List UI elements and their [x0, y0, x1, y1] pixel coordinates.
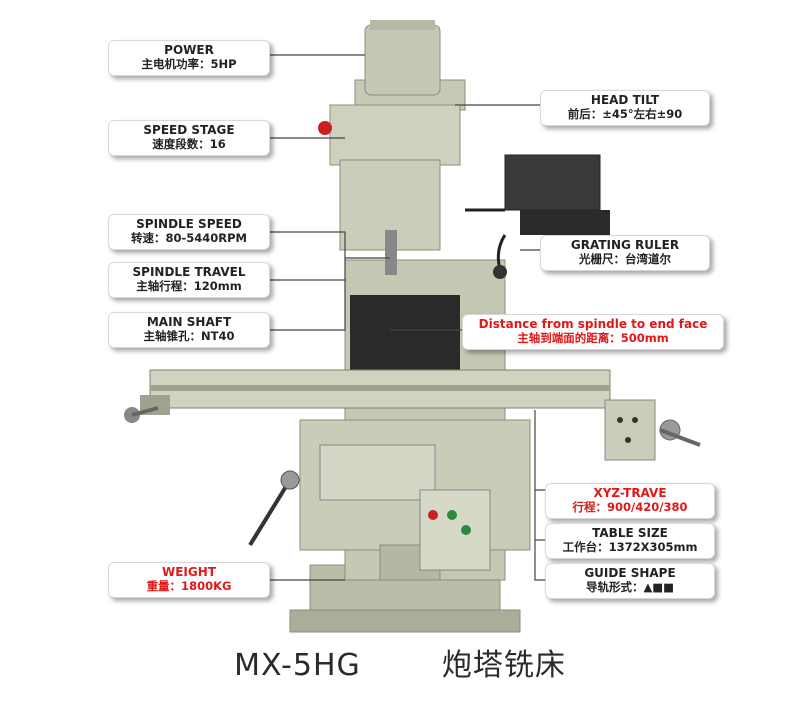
speed-stage-title: SPEED STAGE [143, 123, 235, 137]
main-shaft-label: MAIN SHAFT 主轴锥孔：NT40 [108, 312, 270, 348]
main-shaft-value: 主轴锥孔：NT40 [143, 329, 235, 343]
spindle-speed-label: SPINDLE SPEED 转速：80-5440RPM [108, 214, 270, 250]
distance-label: Distance from spindle to end face 主轴到端面的… [462, 314, 724, 350]
table-size-title: TABLE SIZE [592, 526, 668, 540]
spindle-travel-value: 主轴行程：120mm [136, 279, 242, 293]
power-title: POWER [164, 43, 214, 57]
distance-value: 主轴到端面的距离：500mm [517, 331, 669, 345]
head-tilt-label: HEAD TILT 前后：±45°左右±90 [540, 90, 710, 126]
xyz-travel-label: XYZ-TRAVE 行程：900/420/380 [545, 483, 715, 519]
spindle-speed-value: 转速：80-5440RPM [130, 231, 247, 245]
guide-shape-label: GUIDE SHAPE 导轨形式：▲■■ [545, 563, 715, 599]
xyz-travel-value: 行程：900/420/380 [572, 500, 688, 514]
machine-type: 炮塔铣床 [441, 648, 566, 683]
grating-ruler-title: GRATING RULER [570, 238, 680, 252]
main-shaft-title: MAIN SHAFT [146, 315, 232, 329]
spindle-travel-title: SPINDLE TRAVEL [132, 265, 246, 279]
guide-shape-title: GUIDE SHAPE [584, 566, 676, 580]
head-tilt-title: HEAD TILT [590, 93, 660, 107]
weight-title: WEIGHT [162, 565, 216, 579]
speed-stage-label: SPEED STAGE 速度段数：16 [108, 120, 270, 156]
speed-stage-value: 速度段数：16 [152, 137, 226, 151]
xyz-travel-title: XYZ-TRAVE [593, 486, 667, 500]
table-size-value: 工作台：1372X305mm [562, 540, 698, 554]
model-name: MX-5HG [234, 648, 361, 683]
product-title: MX-5HG 炮塔铣床 [0, 640, 800, 684]
weight-value: 重量：1800KG [146, 579, 232, 593]
guide-shape-value: 导轨形式：▲■■ [585, 580, 675, 594]
spindle-speed-title: SPINDLE SPEED [136, 217, 242, 231]
power-label: POWER 主电机功率：5HP [108, 40, 270, 76]
table-size-label: TABLE SIZE 工作台：1372X305mm [545, 523, 715, 559]
spindle-travel-label: SPINDLE TRAVEL 主轴行程：120mm [108, 262, 270, 298]
grating-ruler-value: 光栅尺：台湾道尔 [579, 252, 671, 266]
grating-ruler-label: GRATING RULER 光栅尺：台湾道尔 [540, 235, 710, 271]
distance-title: Distance from spindle to end face [478, 317, 708, 331]
power-value: 主电机功率：5HP [141, 57, 237, 71]
head-tilt-value: 前后：±45°左右±90 [567, 107, 683, 121]
weight-label: WEIGHT 重量：1800KG [108, 562, 270, 598]
